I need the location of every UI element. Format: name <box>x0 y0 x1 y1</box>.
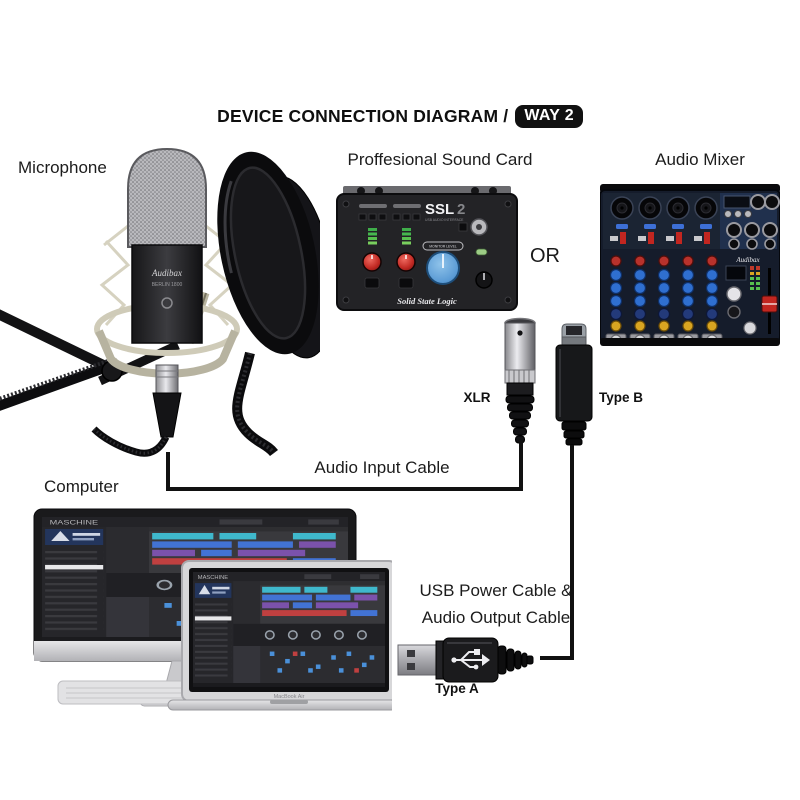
usb-type-b-connector <box>555 323 593 446</box>
mixer-master-section: Audibax <box>725 256 778 335</box>
channel-strip-1 <box>358 204 387 289</box>
usb-cable-label: USB Power Cable & Audio Output Cable <box>386 577 606 631</box>
sound-card-label: Proffesional Sound Card <box>347 150 533 169</box>
pop-filter-gooseneck <box>232 351 278 457</box>
usb-trident-icon <box>451 649 490 670</box>
mixer-brand-text: Audibax <box>735 256 760 264</box>
monitor-section: MONITOR LEVEL <box>422 218 493 289</box>
usb-cable-label-line1: USB Power Cable & <box>419 581 573 600</box>
ssl-logo-number: 2 <box>457 201 465 218</box>
mic-model-text: BERLIN 1800 <box>152 282 183 288</box>
computer-label: Computer <box>44 477 119 496</box>
audio-mixer-illustration: Audibax <box>600 184 780 346</box>
ssl-logo-text: SSL <box>425 201 454 218</box>
or-label: OR <box>530 245 560 267</box>
mixer-gain-row <box>610 224 712 244</box>
xlr-strain-relief <box>505 395 535 444</box>
mic-xlr-plug <box>91 364 182 457</box>
solid-state-logic-text: Solid State Logic <box>397 296 457 306</box>
pop-filter <box>217 151 320 457</box>
page-title: DEVICE CONNECTION DIAGRAM / <box>217 106 509 126</box>
xlr-label: XLR <box>463 390 491 405</box>
type-a-label: Type A <box>435 681 479 696</box>
type-b-label: Type B <box>598 390 643 405</box>
xlr-connector <box>504 317 536 444</box>
type-a-strain-relief <box>497 645 534 675</box>
audio-mixer-label: Audio Mixer <box>655 150 745 169</box>
usb-cable-label-line2: Audio Output Cable <box>421 608 571 627</box>
way-2-badge: WAY 2 <box>515 105 583 128</box>
computer-illustration: MASCHINE <box>33 508 392 711</box>
usb-type-a-connector <box>397 637 534 683</box>
microphone-illustration: Audibax BERLIN 1800 <box>0 147 320 457</box>
macbook-model-text: MacBook Air <box>274 694 305 700</box>
mixer-output-panel <box>720 193 780 250</box>
type-b-strain-relief <box>561 421 587 446</box>
channel-strip-2 <box>392 204 421 289</box>
microphone-body: Audibax BERLIN 1800 <box>127 147 207 344</box>
microphone-label: Microphone <box>18 158 107 177</box>
ssl-subtitle-text: USB AUDIO INTERFACE <box>425 218 464 222</box>
sound-card-illustration: SSL 2 USB AUDIO INTERFACE MONITOR LEVEL … <box>336 186 518 311</box>
mic-brand-text: Audibax <box>151 268 182 278</box>
title-row: DEVICE CONNECTION DIAGRAM / WAY 2 <box>0 105 800 128</box>
monitor-level-label: MONITOR LEVEL <box>429 245 457 249</box>
macbook: MacBook Air <box>167 560 392 711</box>
